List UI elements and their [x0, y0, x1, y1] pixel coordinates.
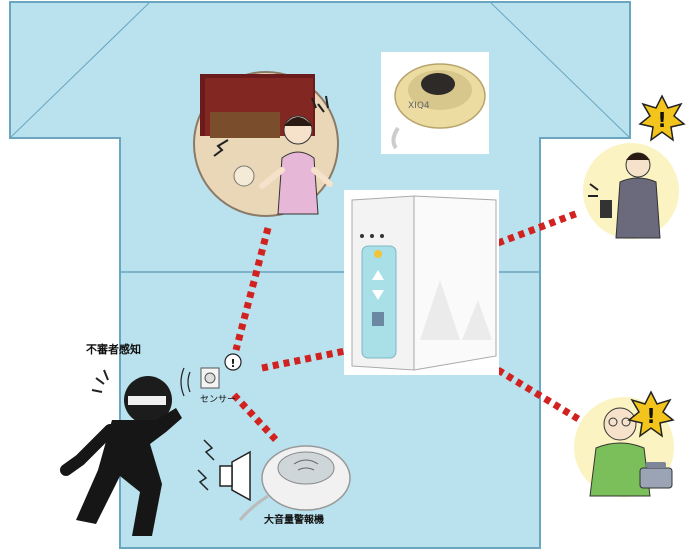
intruder-detection-label: 不審者感知: [86, 341, 141, 357]
alert-icon: !: [225, 354, 241, 370]
alert-icon: !: [640, 96, 684, 140]
loud-alarm-label: 大音量警報機: [264, 511, 324, 526]
pendant-button-photo: XIQ4: [381, 52, 489, 154]
svg-text:XIQ4: XIQ4: [408, 101, 430, 111]
svg-text:!: !: [657, 108, 666, 132]
sensor-label: センサー: [200, 392, 236, 405]
room-scene-photo: [194, 72, 338, 216]
controller-unit-photo: [344, 190, 499, 375]
svg-text:!: !: [230, 357, 235, 370]
mobile-alert-scene: [583, 143, 679, 239]
svg-text:!: !: [646, 404, 655, 428]
